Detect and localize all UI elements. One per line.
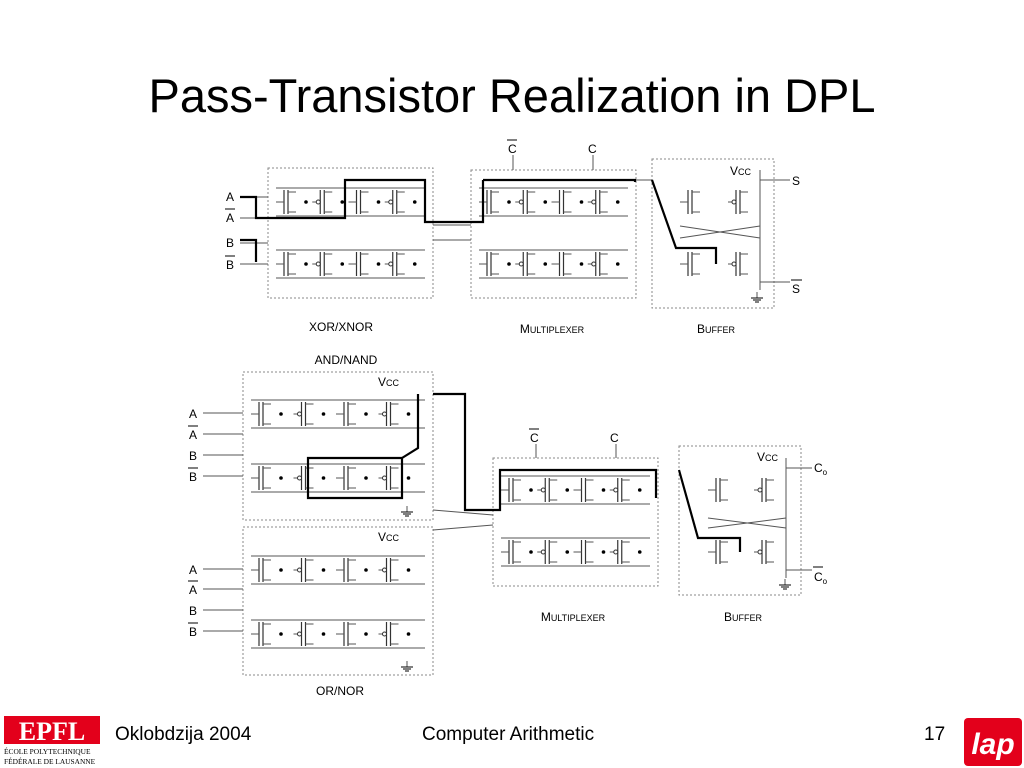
or-input-a: A	[189, 563, 197, 577]
and-input-b: B	[189, 449, 197, 463]
bold-path-4	[433, 392, 658, 512]
bold-path-1	[240, 238, 258, 262]
and-input-a: A	[189, 407, 197, 421]
footer-author: Oklobdzija 2004	[115, 724, 252, 745]
bold-path-5	[306, 456, 404, 500]
bold-path-0	[240, 178, 471, 224]
bottom-select-c: C	[610, 431, 619, 445]
and-input-b-bar: B	[189, 470, 197, 484]
or-input-labels: A A B B	[188, 563, 198, 639]
bottom-multiplexer-label: MULTIPLEXER	[541, 610, 606, 624]
carry-out-bar: Co	[814, 570, 828, 586]
epfl-mark: EPFL	[19, 717, 85, 746]
slide-title: Pass-Transistor Realization in DPL	[148, 69, 876, 122]
or-nor-label: OR/NOR	[316, 684, 364, 698]
and-vcc-label: VCC	[378, 375, 400, 389]
top-input-b-bar: B	[226, 258, 234, 272]
top-input-a-bar: A	[226, 211, 234, 225]
xor-xnor-label: XOR/XNOR	[309, 320, 373, 334]
top-output-s: S	[792, 174, 800, 188]
or-input-a-bar: A	[189, 583, 197, 597]
bottom-multiplexer-block	[492, 457, 659, 587]
bottom-buffer-label: BUFFER	[724, 610, 763, 624]
top-multiplexer-block	[470, 169, 637, 299]
bottom-buffer-block	[678, 445, 802, 596]
footer-course: Computer Arithmetic	[422, 724, 595, 745]
lap-logo: lap	[964, 718, 1022, 766]
and-nand-block	[242, 371, 434, 521]
top-vcc-label: VCC	[730, 164, 752, 178]
epfl-line2: FÉDÉRALE DE LAUSANNE	[4, 756, 96, 766]
and-input-a-bar: A	[189, 428, 197, 442]
and-input-labels: A A B B	[188, 407, 198, 484]
carry-out: Co	[814, 461, 828, 477]
or-nor-block	[242, 526, 434, 676]
top-input-b: B	[226, 236, 234, 250]
top-select-c: C	[588, 142, 597, 156]
epfl-logo: EPFL ÉCOLE POLYTECHNIQUE FÉDÉRALE DE LAU…	[4, 716, 100, 766]
and-nand-label: AND/NAND	[315, 353, 378, 367]
top-select-c-bar: C	[508, 142, 517, 156]
circuit-blocks	[203, 155, 812, 676]
top-input-a: A	[226, 190, 234, 204]
top-multiplexer-label: MULTIPLEXER	[520, 322, 585, 336]
bottom-select-c-bar: C	[530, 431, 539, 445]
or-vcc-label: VCC	[378, 530, 400, 544]
top-buffer-block	[651, 158, 775, 309]
or-input-b: B	[189, 604, 197, 618]
top-input-labels: A A B B	[225, 190, 235, 272]
bold-path-3	[650, 179, 718, 264]
xor-xnor-block	[267, 167, 434, 299]
top-buffer-label: BUFFER	[697, 322, 736, 336]
bottom-buffer-vcc-label: VCC	[757, 450, 779, 464]
bold-path-6	[401, 394, 420, 459]
top-output-s-bar: S	[792, 282, 800, 296]
epfl-line1: ÉCOLE POLYTECHNIQUE	[4, 746, 91, 756]
dpl-circuit-diagram: A A B B C C VCC S S XOR/XNOR MULTIPLEXER…	[188, 139, 828, 698]
highlighted-signal-paths	[240, 178, 742, 552]
bold-path-2	[471, 178, 637, 224]
bold-path-7	[677, 469, 742, 552]
page-number: 17	[924, 724, 946, 745]
or-input-b-bar: B	[189, 625, 197, 639]
lap-mark: lap	[971, 728, 1014, 761]
